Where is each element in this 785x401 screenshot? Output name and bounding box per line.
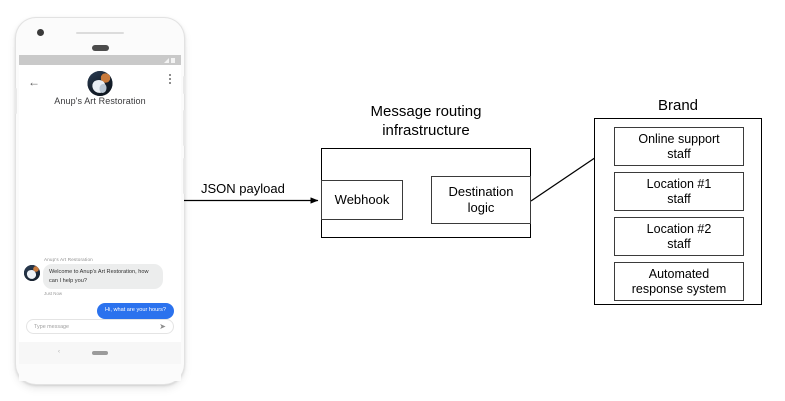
brand-item-location-2-staff[interactable]: Location #2 staff xyxy=(614,217,744,256)
status-bar-icons xyxy=(164,57,175,63)
phone-screen: ← Anup's Art Restoration Anup's Art Rest… xyxy=(19,65,181,342)
message-sender-label: Anup's Art Restoration xyxy=(44,257,93,262)
send-icon[interactable]: ➤ xyxy=(159,321,166,331)
battery-icon xyxy=(171,57,175,63)
brand-avatar xyxy=(87,71,113,96)
brand-item-line1: Online support xyxy=(638,131,720,146)
routing-title-line1: Message routing xyxy=(370,103,482,120)
brand-item-line1: Location #1 xyxy=(646,176,712,191)
message-composer[interactable]: Type message ➤ xyxy=(26,319,174,334)
brand-item-automated-response-system[interactable]: Automated response system xyxy=(614,262,744,301)
nav-home-pill-icon[interactable] xyxy=(92,351,108,355)
destination-logic-node[interactable]: Destination logic xyxy=(431,176,531,224)
brand-item-line2: staff xyxy=(667,146,691,161)
brand-item-line1: Automated xyxy=(648,266,710,281)
phone-mockup: ← Anup's Art Restoration Anup's Art Rest… xyxy=(15,18,185,384)
destination-label-line1: Destination xyxy=(448,184,514,199)
front-camera-icon xyxy=(37,29,44,36)
webhook-label: Webhook xyxy=(334,192,390,207)
webhook-node[interactable]: Webhook xyxy=(321,180,403,220)
outgoing-message-bubble: Hi, what are your hours? xyxy=(97,303,174,320)
routing-title-line2: infrastructure xyxy=(382,122,470,139)
destination-label-line2: logic xyxy=(467,200,495,215)
kebab-menu-icon[interactable] xyxy=(169,74,171,84)
brand-item-line2: staff xyxy=(667,236,691,251)
message-group: Anup's Art Restoration Welcome to Anup's… xyxy=(19,257,181,326)
json-payload-label: JSON payload xyxy=(201,181,285,196)
android-nav-bar: ‹ xyxy=(19,342,181,364)
phone-top-hardware xyxy=(16,18,184,52)
brand-item-line2: staff xyxy=(667,191,691,206)
brand-item-line2: response system xyxy=(631,281,727,296)
brand-item-online-support-staff[interactable]: Online support staff xyxy=(614,127,744,166)
phone-volume-button xyxy=(183,110,185,146)
phone-side-button xyxy=(15,88,17,114)
back-arrow-icon[interactable]: ← xyxy=(28,75,40,89)
nav-back-icon[interactable]: ‹ xyxy=(58,349,60,355)
chat-thread: Anup's Art Restoration Welcome to Anup's… xyxy=(19,118,181,342)
incoming-message-row: Welcome to Anup's Art Restoration, how c… xyxy=(19,264,181,290)
brand-item-location-1-staff[interactable]: Location #1 staff xyxy=(614,172,744,211)
phone-side-button xyxy=(183,76,185,94)
message-input-placeholder[interactable]: Type message xyxy=(34,323,70,330)
signal-triangle-icon xyxy=(164,57,169,63)
message-avatar xyxy=(24,265,40,281)
phone-bottom-bezel xyxy=(19,364,181,381)
earpiece-speaker-icon xyxy=(92,45,109,51)
brand-item-line1: Location #2 xyxy=(646,221,712,236)
brand-name-title: Anup's Art Restoration xyxy=(54,96,146,106)
routing-infrastructure-title: Message routing infrastructure xyxy=(330,102,522,140)
incoming-message-bubble: Welcome to Anup's Art Restoration, how c… xyxy=(43,264,163,290)
brand-title: Brand xyxy=(657,97,699,114)
outgoing-message-row: Hi, what are your hours? xyxy=(19,303,181,320)
phone-power-button xyxy=(183,158,185,194)
earpiece-line xyxy=(76,32,124,34)
incoming-message-timestamp: Just Now xyxy=(44,291,63,297)
status-bar xyxy=(19,55,181,65)
chat-app-bar: ← Anup's Art Restoration xyxy=(19,65,181,118)
